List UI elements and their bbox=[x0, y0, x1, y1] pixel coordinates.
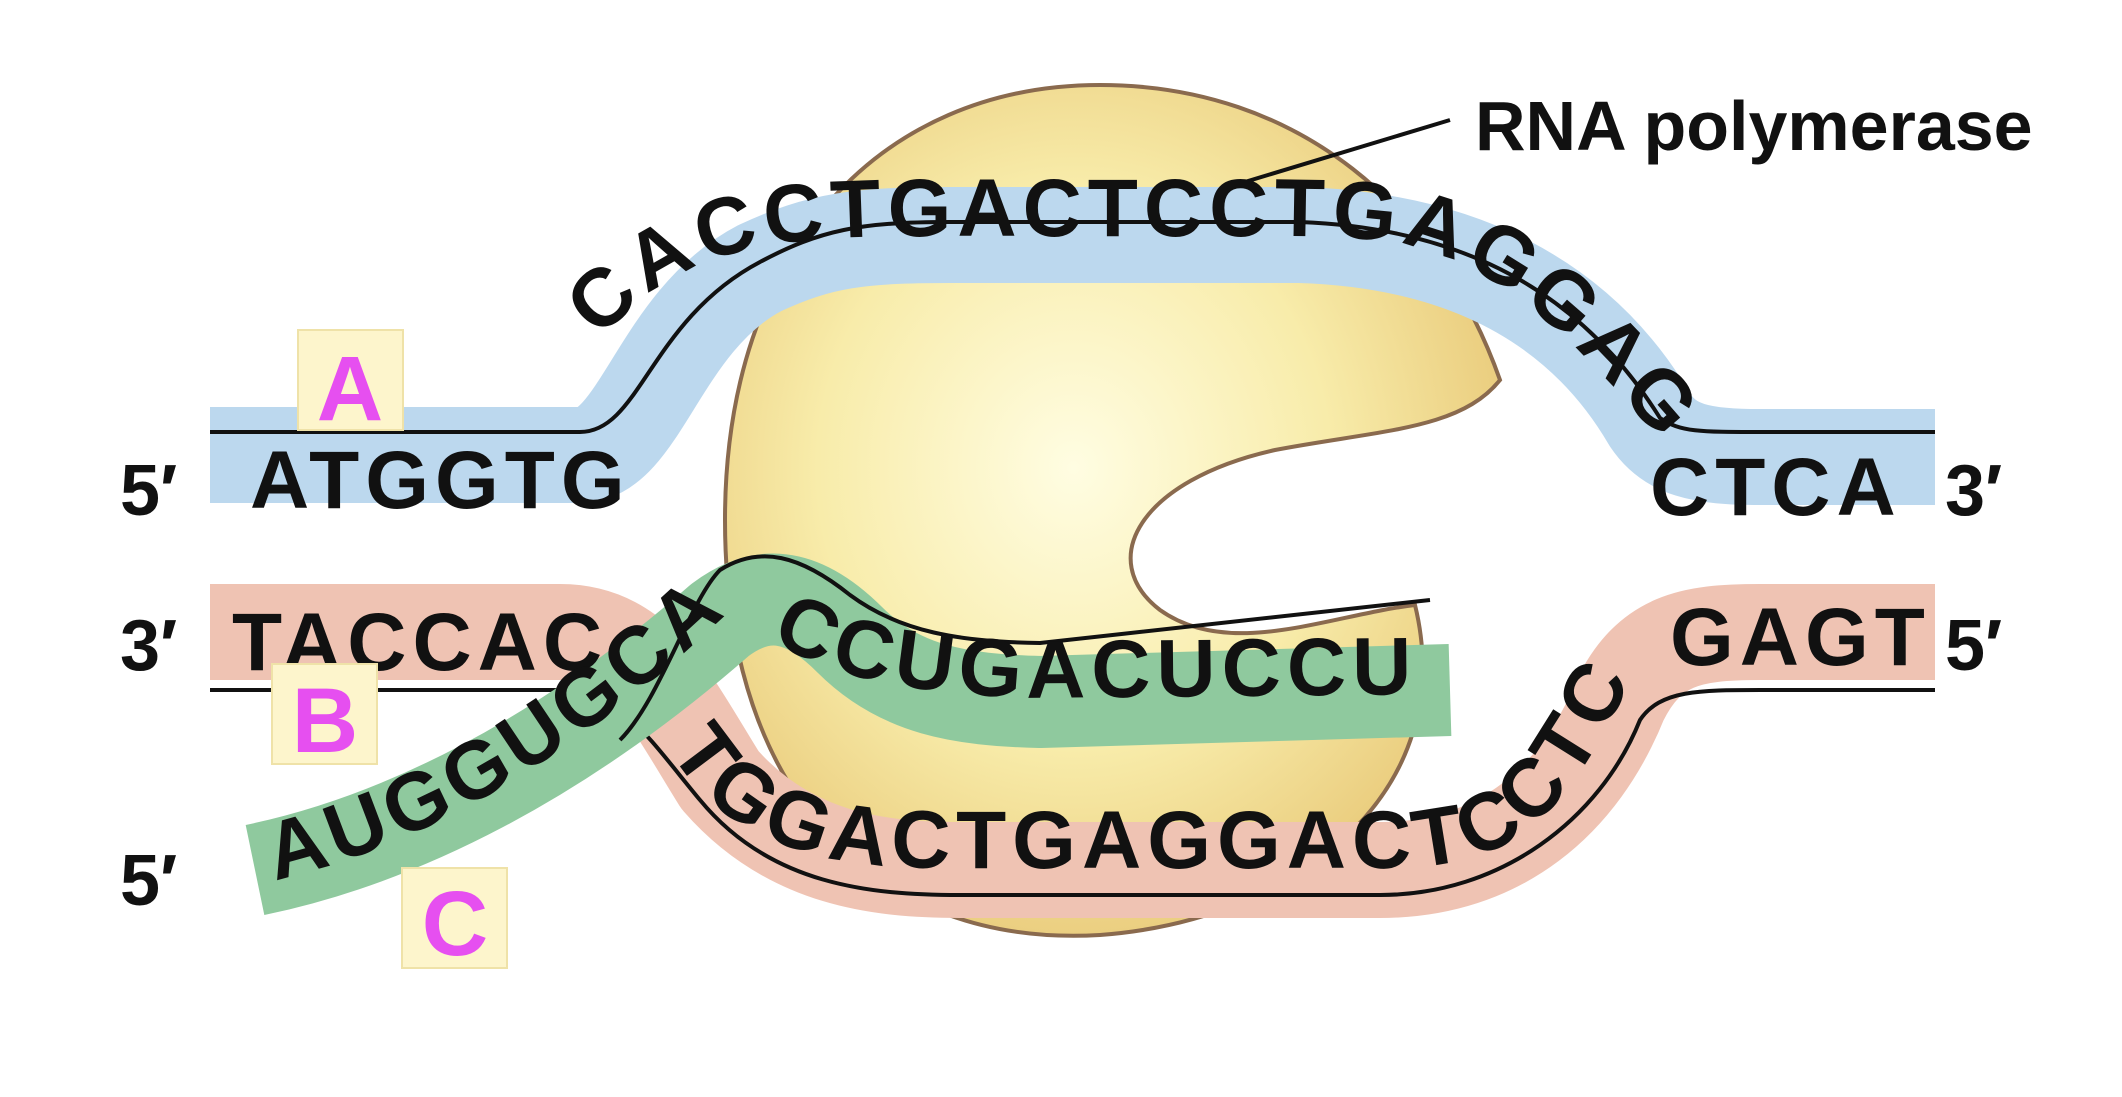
coding-strand-edge bbox=[210, 220, 1935, 434]
tag-c: C bbox=[401, 867, 508, 975]
coding-strand-band bbox=[210, 187, 1935, 505]
rna-strand-edge bbox=[618, 554, 1431, 742]
coding-5-prime-label: 5′ bbox=[120, 451, 177, 531]
rna-strand-band bbox=[245, 553, 1452, 916]
template-5-prime-label: 5′ bbox=[1945, 606, 2002, 686]
tag-b: B bbox=[271, 663, 378, 772]
tag-b-text: B bbox=[292, 670, 358, 772]
coding-3-prime-label: 3′ bbox=[1945, 451, 2002, 531]
tag-a-text: A bbox=[317, 338, 383, 440]
rna-5-prime-label: 5′ bbox=[120, 841, 177, 921]
template-seq-right: GAGT bbox=[1670, 592, 1931, 683]
polymerase-pointer-line bbox=[1224, 118, 1451, 190]
coding-seq-left: ATGGTG bbox=[250, 435, 631, 526]
template-3-prime-label: 3′ bbox=[120, 606, 177, 686]
tag-a: A bbox=[297, 329, 404, 440]
tag-c-text: C bbox=[422, 873, 488, 975]
coding-seq-right: CTCA bbox=[1650, 442, 1902, 533]
polymerase-label: RNA polymerase bbox=[1475, 87, 2033, 165]
template-strand-edge bbox=[210, 688, 1935, 897]
